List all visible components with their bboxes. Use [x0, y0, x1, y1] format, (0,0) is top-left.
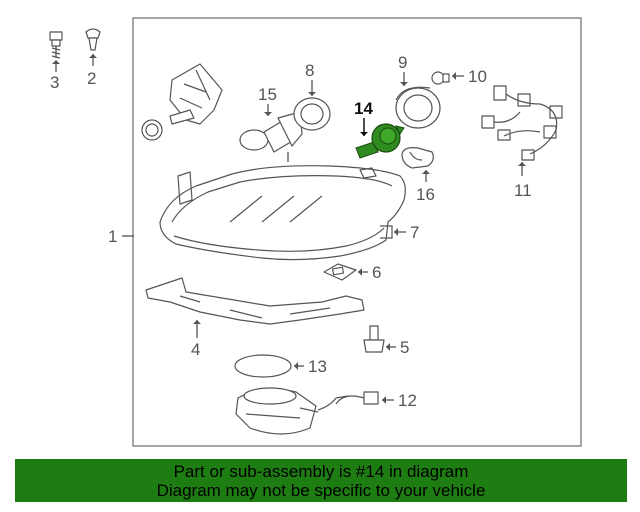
callout-7: 7	[410, 223, 419, 242]
callout-8: 8	[305, 61, 314, 80]
part-2-clip[interactable]	[85, 28, 101, 66]
callout-5: 5	[400, 338, 409, 357]
part-10-bulb[interactable]	[431, 71, 464, 85]
banner-line-1: Part or sub-assembly is #14 in diagram	[173, 462, 469, 481]
part-16-small-bulb[interactable]	[401, 147, 434, 182]
assembly-frame	[132, 17, 582, 447]
part-1-headlamp-housing[interactable]	[159, 165, 406, 261]
part-12-connector[interactable]	[335, 391, 394, 405]
ballast-module[interactable]	[235, 387, 349, 435]
callout-12: 12	[398, 391, 417, 410]
part-6-pad[interactable]	[323, 263, 368, 281]
banner-line-2: Diagram may not be specific to your vehi…	[156, 481, 486, 500]
callout-3: 3	[50, 73, 59, 92]
part-8-cap-ring[interactable]	[293, 80, 331, 131]
part-9-cover[interactable]	[395, 72, 441, 129]
callout-6: 6	[372, 263, 381, 282]
part-7-leader[interactable]	[394, 228, 406, 236]
callout-2: 2	[87, 69, 96, 88]
part-5-bolt[interactable]	[363, 325, 396, 353]
callout-14: 14	[354, 99, 373, 118]
callout-10: 10	[468, 67, 487, 86]
info-banner: Part or sub-assembly is #14 in diagram D…	[15, 459, 627, 502]
callout-1: 1	[108, 227, 117, 246]
callout-16: 16	[416, 185, 435, 204]
part-11-wiring-harness[interactable]	[481, 85, 563, 176]
callout-11: 11	[514, 181, 532, 200]
callout-4: 4	[191, 340, 200, 359]
part-4-lower-bracket[interactable]	[145, 277, 365, 338]
part-13-ring[interactable]	[234, 354, 304, 378]
callout-9: 9	[398, 53, 407, 72]
part-15-bulb[interactable]	[239, 104, 303, 162]
callout-15: 15	[258, 85, 277, 104]
part-14-highlighted-bulb[interactable]	[355, 118, 405, 159]
callout-13: 13	[308, 357, 327, 376]
leveling-motor[interactable]	[141, 63, 223, 141]
part-3-bolt[interactable]	[49, 31, 63, 72]
